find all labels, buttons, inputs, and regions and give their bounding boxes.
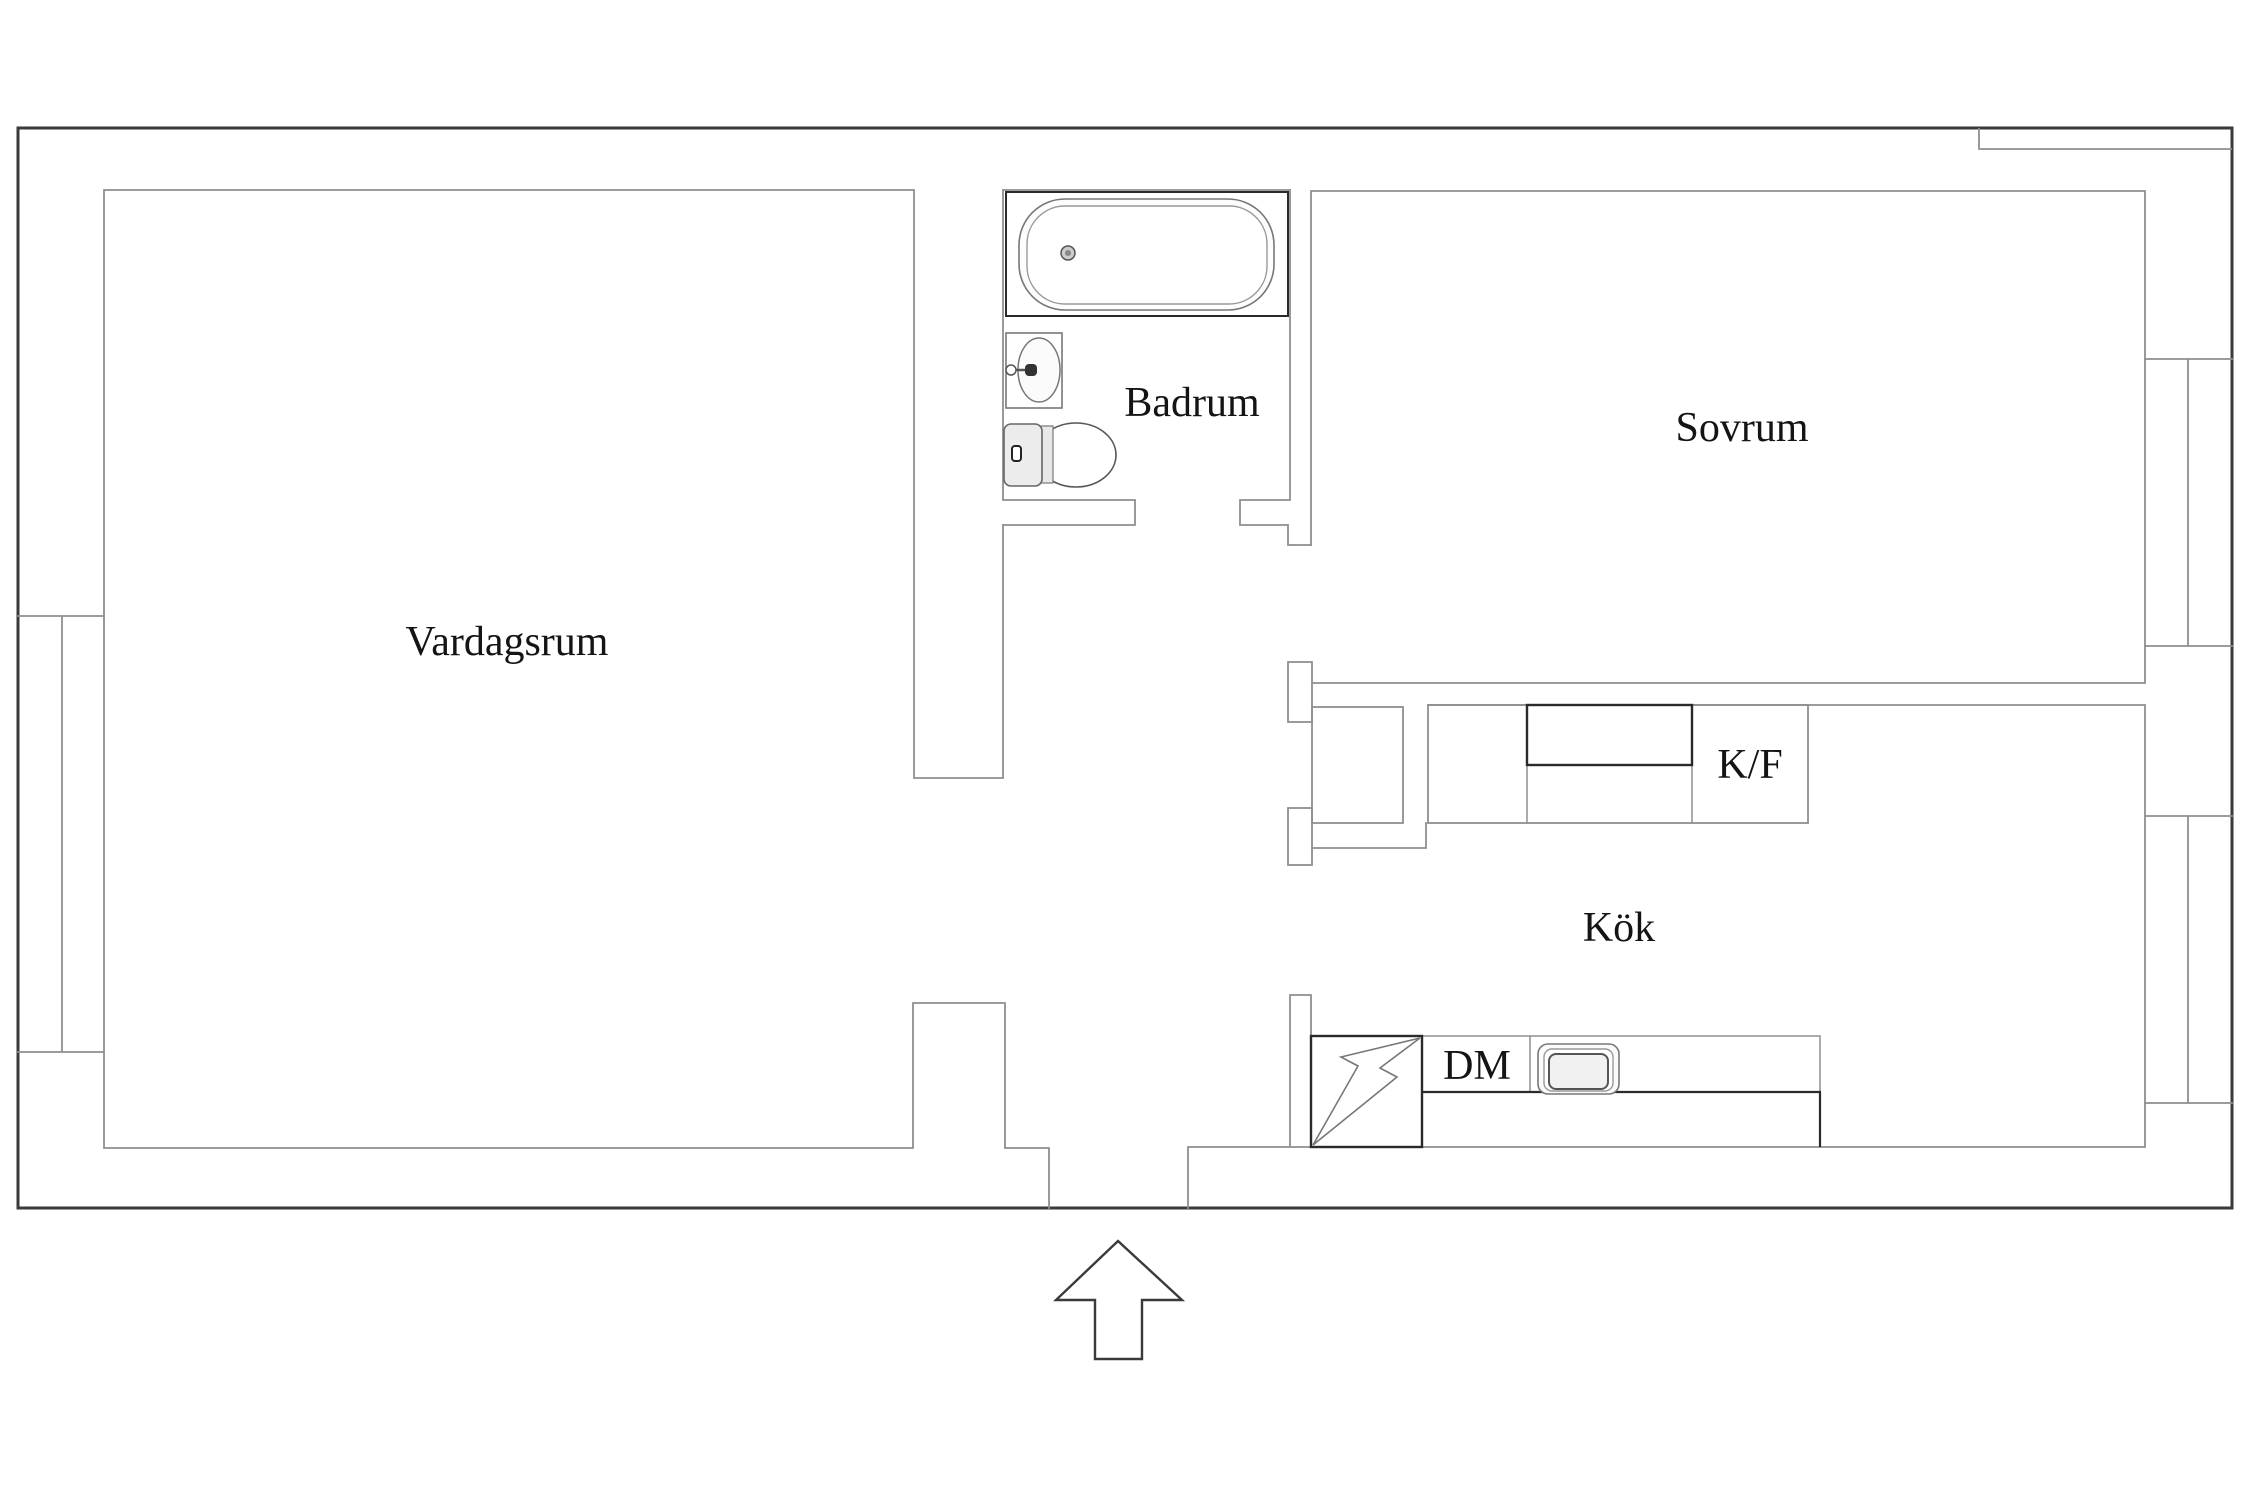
door-pillar-top <box>1287 661 1313 723</box>
room-label-sovrum: Sovrum <box>1675 405 1808 451</box>
appliance-label-kf: K/F <box>1717 742 1782 788</box>
kok-outline <box>1187 704 2146 1209</box>
room-label-vardagsrum: Vardagsrum <box>406 619 609 665</box>
vardagsrum-outline <box>103 189 1050 1209</box>
fridge-freezer-box <box>1525 703 1694 767</box>
stove-box <box>1309 1034 1424 1149</box>
inner-walls <box>17 189 2233 1209</box>
outer-wall-rect <box>16 126 2234 1210</box>
hall-wall-stub <box>1311 706 1404 824</box>
window-right-lower <box>2144 815 2233 1104</box>
window-left <box>17 615 105 1053</box>
sovrum-outline <box>1310 190 2146 684</box>
toilet-flush-handle <box>1011 445 1022 462</box>
window-right-upper <box>2144 358 2233 647</box>
bathroom-fixtures <box>1003 191 1289 488</box>
bathtub-icon <box>1005 191 1289 317</box>
kitchen-bottom-counter <box>1309 1034 1822 1149</box>
top-wall-ledge <box>1978 128 2232 150</box>
toilet-icon <box>1003 422 1117 488</box>
counter-bottom-front-strip <box>1422 1090 1822 1147</box>
stove-lightning-icon <box>1312 1037 1421 1146</box>
kitchen-top-counter <box>1427 703 1809 824</box>
kitchen-sink-icon <box>1537 1043 1620 1095</box>
badrum-outline <box>1002 189 1312 546</box>
room-label-kok: Kök <box>1583 905 1655 951</box>
room-label-badrum: Badrum <box>1124 380 1260 426</box>
entrance-arrow-icon <box>1052 1239 1186 1361</box>
bathroom-sink-icon <box>1005 332 1063 409</box>
sink-tap <box>1025 364 1037 376</box>
outer-walls <box>16 126 2234 1210</box>
door-pillar-bottom <box>1287 807 1313 866</box>
appliance-label-dm: DM <box>1443 1043 1511 1089</box>
counter-bottom-top-strip <box>1422 1035 1821 1092</box>
